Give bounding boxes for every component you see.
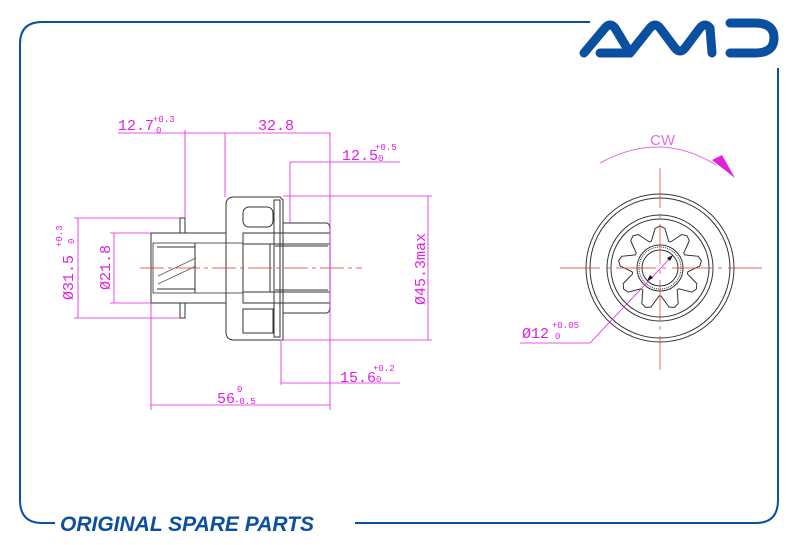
side-dimensions: [74, 130, 432, 410]
dim-32-8: 32.8: [258, 118, 294, 135]
svg-text:Ø12: Ø12: [522, 326, 549, 343]
dim-31-5: Ø31.5 +0.3 0: [55, 225, 78, 300]
dim-15-6: 15.6 +0.2 0: [340, 364, 395, 387]
cw-arrowhead-icon: [712, 155, 735, 178]
svg-text:0: 0: [237, 385, 242, 395]
svg-text:+0.3: +0.3: [153, 115, 175, 125]
svg-text:56: 56: [217, 391, 235, 408]
svg-text:12.7: 12.7: [118, 118, 154, 135]
side-view: [140, 196, 362, 341]
pinion-gear-teeth: [618, 225, 702, 309]
cw-arrow-arc: [599, 146, 717, 166]
svg-text:0: 0: [378, 154, 383, 164]
dim-45-3-max: Ø45.3max: [413, 233, 430, 305]
dim-12-bore: Ø12 +0.05 0: [522, 321, 579, 343]
dim-12-7: 12.7 +0.3 0: [118, 115, 175, 136]
svg-text:0: 0: [156, 126, 161, 136]
dim-21-8: Ø21.8: [98, 245, 115, 290]
svg-text:12.5: 12.5: [342, 148, 378, 165]
svg-text:+0.5: +0.5: [375, 143, 397, 153]
svg-text:Ø31.5: Ø31.5: [61, 255, 78, 300]
svg-text:+0.05: +0.05: [552, 321, 579, 331]
svg-text:0: 0: [555, 332, 560, 342]
footer-slogan: ORIGINAL SPARE PARTS: [60, 513, 314, 536]
svg-text:15.6: 15.6: [340, 370, 376, 387]
svg-text:+0.2: +0.2: [373, 364, 395, 374]
svg-text:0: 0: [67, 239, 77, 244]
rotation-direction-label: CW: [650, 132, 676, 149]
frame-border: [19, 21, 779, 524]
dim-12-5: 12.5 +0.5 0: [342, 143, 397, 165]
svg-text:+0.3: +0.3: [55, 225, 65, 247]
front-view: [520, 146, 762, 370]
amd-logo: [579, 18, 779, 58]
svg-text:0: 0: [376, 375, 381, 385]
dim-56: 56 0 -0.5: [217, 385, 256, 408]
svg-text:-0.5: -0.5: [234, 397, 256, 407]
